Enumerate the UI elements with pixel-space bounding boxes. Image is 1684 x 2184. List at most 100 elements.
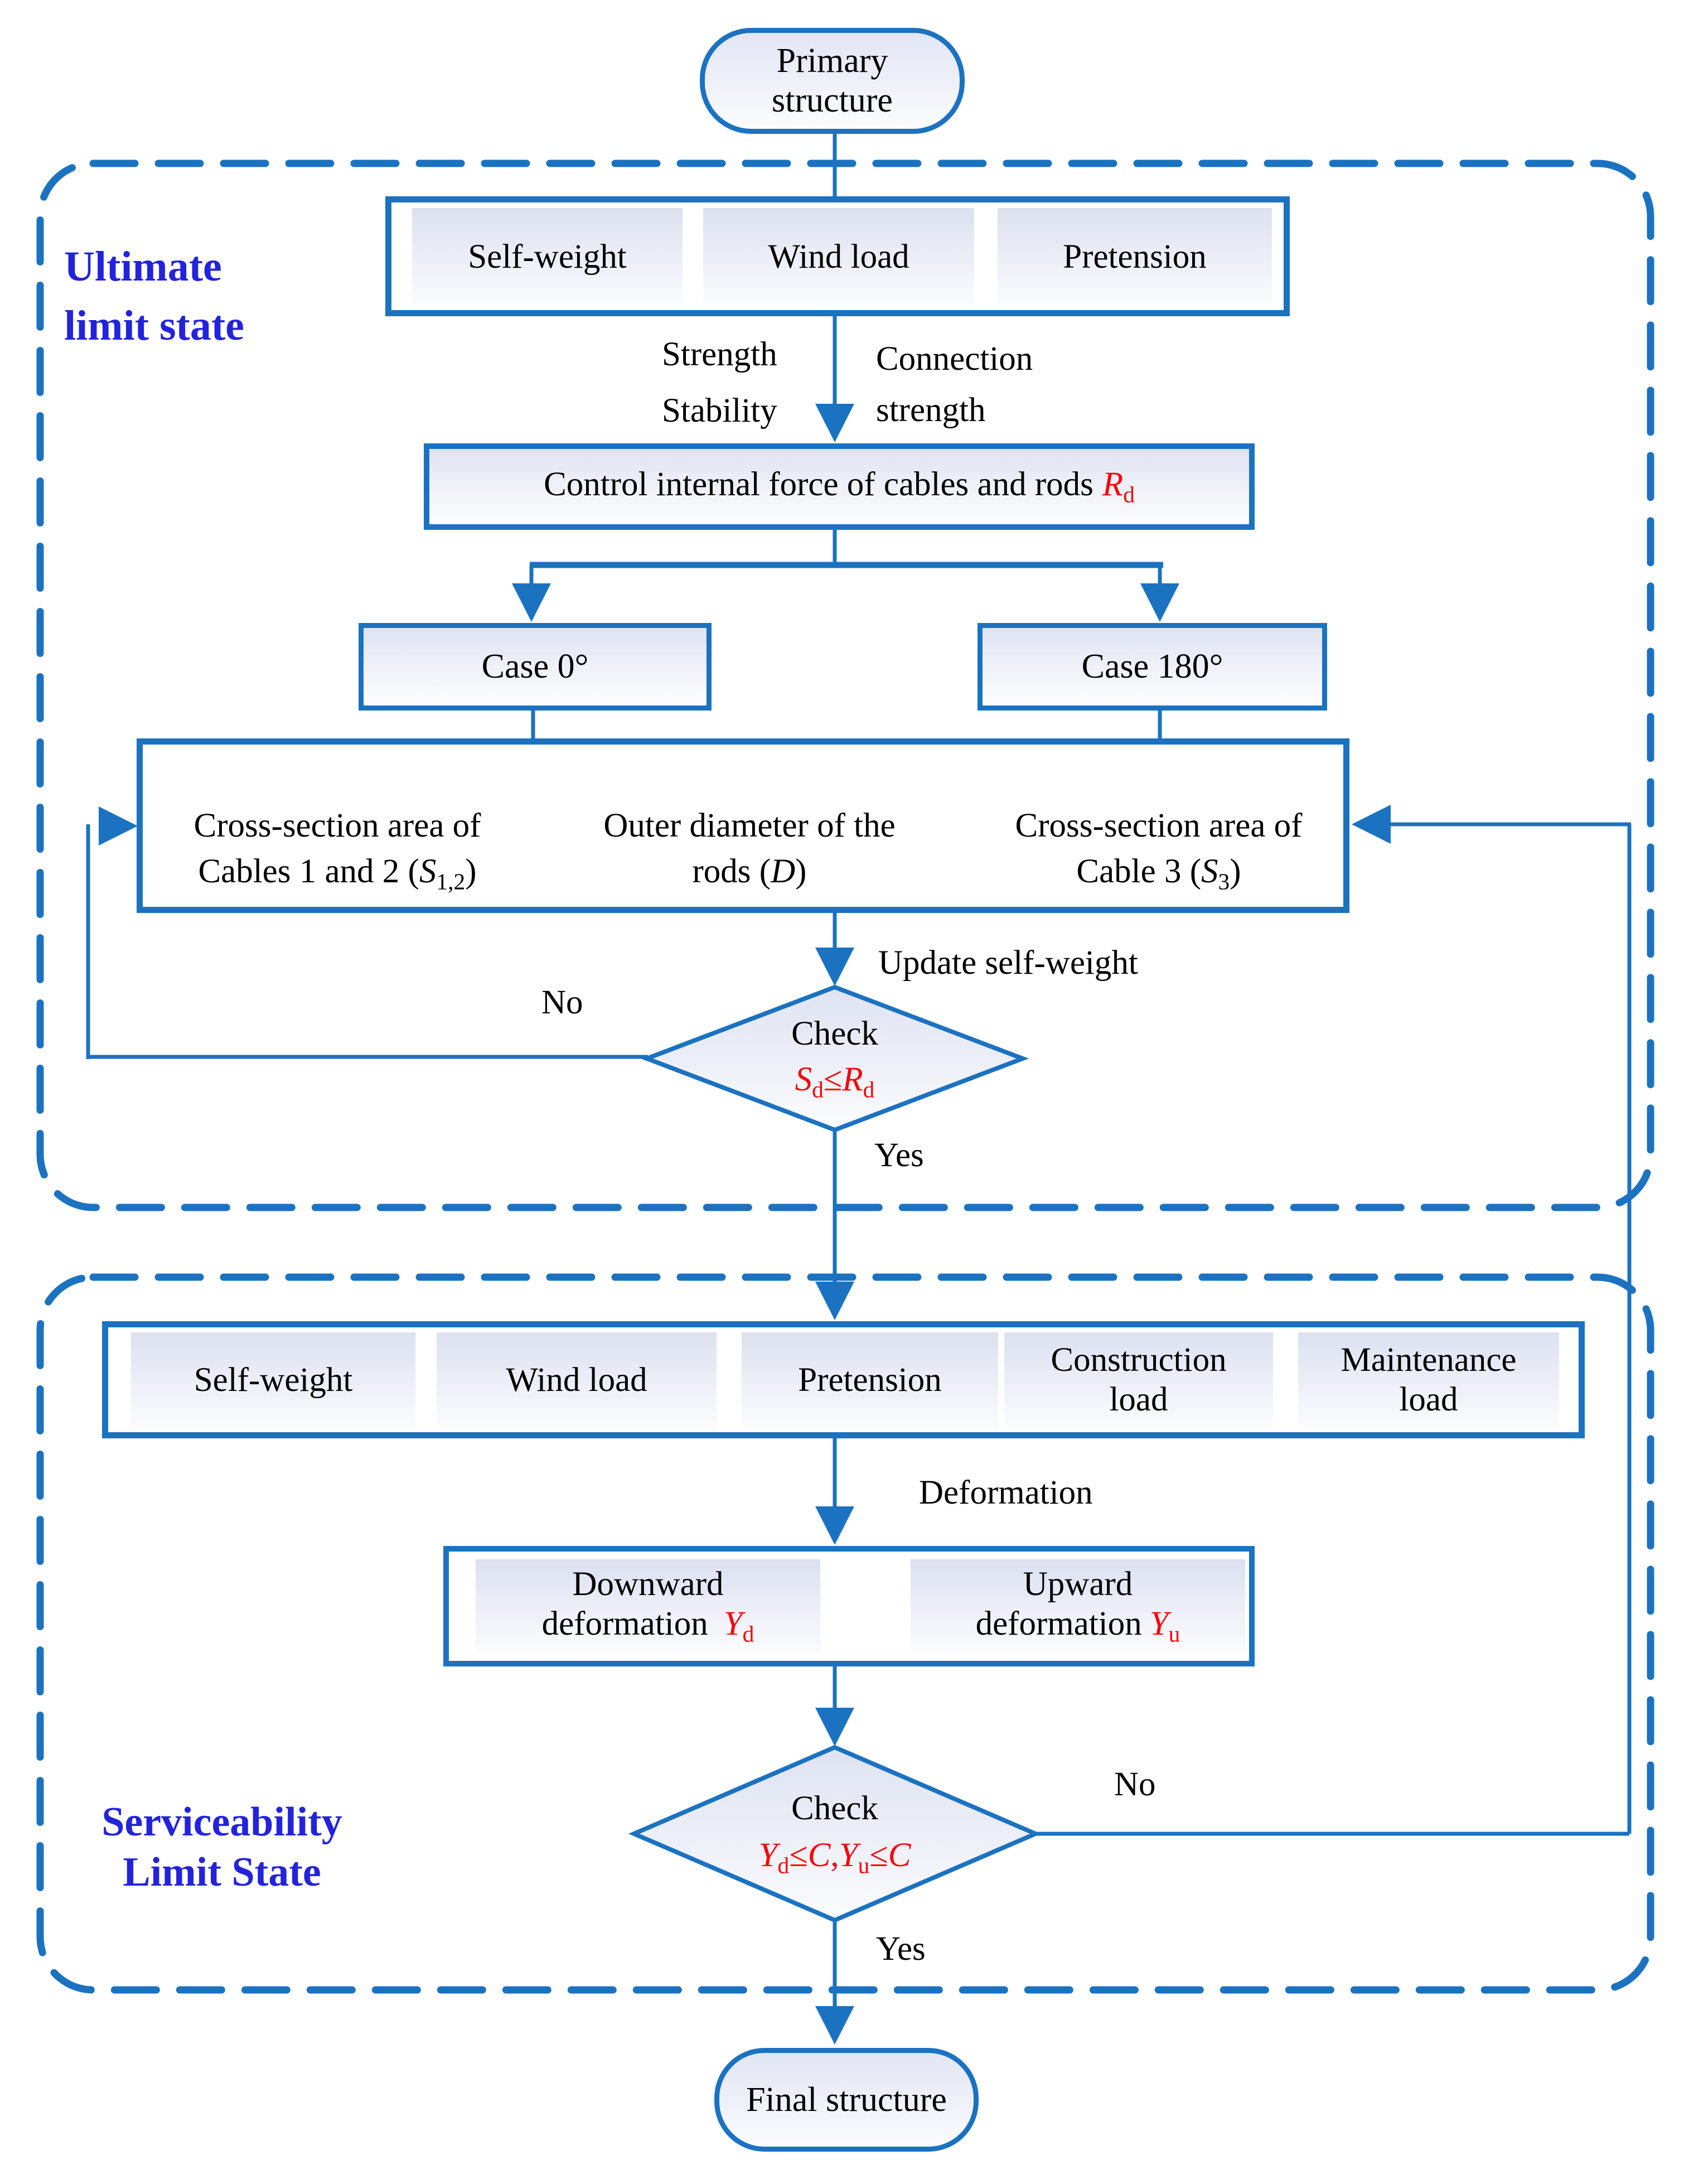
- sls-load-pretension: Pretension: [742, 1332, 998, 1428]
- var-cables12-pre: Cables 1 and 2 (: [198, 853, 419, 890]
- var-cable3: Cross-section area of Cable 3 (S3): [975, 803, 1343, 904]
- strength-stability-label: Strength Stability: [662, 326, 777, 439]
- sls-loads-container: Self-weight Wind load Pretension Constru…: [102, 1321, 1585, 1438]
- var-cable3-pre: Cable 3 (: [1076, 853, 1202, 890]
- strength-label: Strength: [662, 336, 777, 373]
- check1-sub1: d: [812, 1076, 824, 1103]
- sls-load-self-weight: Self-weight: [131, 1332, 415, 1428]
- check2-operator1: ≤: [789, 1836, 808, 1874]
- check1-var2: R: [842, 1060, 863, 1098]
- uls-load-label: Pretension: [1063, 238, 1207, 276]
- check2-operator2: ≤: [869, 1836, 888, 1874]
- arrow-into-check1: [815, 948, 854, 986]
- check2-no-label: No: [1114, 1766, 1156, 1803]
- control-force-var-sub: d: [1123, 481, 1135, 508]
- sls-load-label-line1: Construction: [1051, 1341, 1227, 1379]
- connection-label-line2: strength: [876, 392, 986, 429]
- uls-load-label: Self-weight: [468, 238, 627, 276]
- start-node: Primary structure: [700, 28, 965, 134]
- uls-load-wind: Wind load: [703, 208, 974, 306]
- downward-var: Y: [723, 1605, 743, 1643]
- arrow-no2-into-varbox: [1352, 805, 1391, 844]
- var-cables12-line1: Cross-section area of: [193, 807, 481, 844]
- upward-var: Y: [1149, 1605, 1169, 1643]
- case-0-box: Case 0°: [359, 623, 712, 711]
- upward-line1: Upward: [1023, 1565, 1133, 1603]
- var-cable3-symbol: S: [1201, 853, 1218, 890]
- check2-var2: Y: [839, 1836, 858, 1874]
- sls-load-label-line2: load: [1399, 1381, 1458, 1418]
- var-rod-post: ): [795, 853, 807, 890]
- check2-var1: Y: [758, 1836, 778, 1874]
- deformation-label: Deformation: [919, 1474, 1093, 1511]
- check2-comma: ,: [830, 1836, 839, 1874]
- uls-section-label: Ultimate limit state: [64, 237, 244, 355]
- sls-section-label: Serviceability Limit State: [66, 1797, 378, 1897]
- sls-load-label: Self-weight: [193, 1361, 353, 1399]
- downward-line2: deformation: [541, 1605, 708, 1643]
- arrow-into-control: [815, 404, 854, 442]
- uls-dashed-border: [36, 160, 1654, 1211]
- connection-label-line1: Connection: [876, 340, 1033, 378]
- var-cable3-post: ): [1230, 853, 1241, 890]
- check2-sub1: d: [777, 1852, 790, 1878]
- arrow-into-case180: [1140, 583, 1179, 622]
- design-vars-container: [137, 738, 1349, 913]
- final-node-label: Final structure: [746, 2080, 947, 2119]
- downward-sub: d: [742, 1621, 754, 1647]
- stability-label: Stability: [662, 392, 777, 429]
- case-180-box: Case 180°: [978, 623, 1327, 711]
- decision-diamond-uls: [640, 984, 1029, 1133]
- uls-section-label-line1: Ultimate: [64, 243, 222, 290]
- check2-yes-label: Yes: [876, 1930, 926, 1968]
- final-node: Final structure: [714, 2048, 979, 2152]
- case-180-label: Case 180°: [1081, 648, 1223, 685]
- check1-yes-label: Yes: [874, 1137, 924, 1174]
- sls-load-label-line1: Maintenance: [1341, 1341, 1517, 1379]
- check1-operator: ≤: [823, 1060, 843, 1098]
- start-node-label-line1: Primary: [776, 42, 888, 80]
- upward-line2: deformation: [975, 1605, 1142, 1643]
- control-force-var: R: [1102, 466, 1124, 504]
- arrow-into-loads2: [815, 1282, 854, 1320]
- arrow-into-case0: [512, 583, 551, 622]
- uls-section-label-line2: limit state: [64, 302, 244, 349]
- uls-load-self-weight: Self-weight: [412, 208, 683, 306]
- control-force-box: Control internal force of cables and rod…: [424, 443, 1255, 530]
- check2-sub2: u: [858, 1852, 870, 1878]
- update-self-weight-label: Update self-weight: [878, 944, 1138, 982]
- arrow-into-final: [815, 2006, 854, 2045]
- check2-condition: Yd≤C,Yu≤C: [759, 1836, 911, 1878]
- check1-title: Check: [791, 1014, 878, 1052]
- check2-limit1: C: [807, 1836, 831, 1874]
- uls-loads-container: Self-weight Wind load Pretension: [385, 196, 1290, 316]
- arrow-no1-into-varbox: [99, 806, 138, 845]
- check2-title: Check: [791, 1789, 878, 1827]
- uls-load-label: Wind load: [768, 238, 909, 276]
- check2-text: Check Yd≤C,Yu≤C: [634, 1747, 1035, 1920]
- var-cables12-post: ): [465, 853, 477, 890]
- sls-dashed-border: [36, 1273, 1654, 1994]
- case-0-label: Case 0°: [481, 648, 589, 685]
- uls-load-pretension: Pretension: [998, 208, 1272, 306]
- check1-sub2: d: [863, 1076, 875, 1103]
- var-cables12: Cross-section area of Cables 1 and 2 (S1…: [153, 803, 521, 904]
- sls-load-label-line2: load: [1109, 1381, 1168, 1418]
- sls-load-label: Wind load: [506, 1361, 647, 1399]
- var-rod-pre: rods (: [692, 853, 771, 890]
- check2-limit2: C: [888, 1836, 911, 1874]
- upward-sub: u: [1168, 1621, 1180, 1647]
- var-rod-symbol: D: [771, 853, 796, 890]
- sls-load-label: Pretension: [798, 1361, 942, 1399]
- var-cables12-symbol: S: [419, 853, 437, 890]
- var-cables12-sub: 1,2: [436, 868, 466, 895]
- downward-deformation-cell: Downward deformation Yd: [476, 1559, 820, 1653]
- downward-line1: Downward: [572, 1565, 724, 1603]
- check1-text: Check Sd≤Rd: [647, 987, 1023, 1130]
- var-rod-line1: Outer diameter of the: [603, 807, 896, 844]
- arrow-into-check2: [815, 1708, 854, 1746]
- sls-section-label-line1: Serviceability: [101, 1799, 342, 1845]
